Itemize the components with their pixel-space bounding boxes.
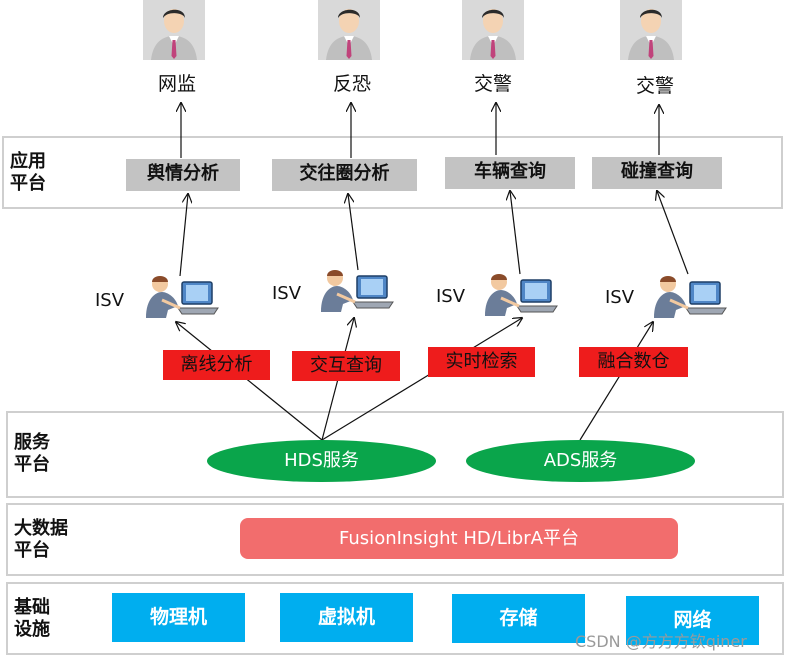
app-box-social-circle-analysis: 交往圈分析	[272, 159, 417, 191]
user-label-3: 交警	[473, 73, 512, 95]
isv-label-1: ISV	[95, 290, 125, 311]
fusioninsight-platform-bar: FusionInsight HD/LibrA平台	[240, 518, 678, 559]
application-layer-label-line2: 平台	[10, 173, 46, 194]
user-icon	[143, 0, 205, 60]
service-layer-label: 服务 平台	[14, 432, 50, 476]
user-icon	[462, 0, 524, 60]
infra-virtual-machine: 虚拟机	[280, 593, 413, 642]
isv-label-2: ISV	[272, 283, 302, 304]
op-tag-fusion-warehouse: 融合数仓	[579, 347, 688, 377]
user-icon	[620, 0, 682, 60]
infra-physical-machine: 物理机	[112, 593, 245, 642]
arrow-isv1-to-app	[179, 194, 188, 277]
app-box-vehicle-query: 车辆查询	[445, 157, 575, 189]
isv-worker-icon	[146, 276, 219, 318]
service-layer-label-line2: 平台	[14, 454, 50, 475]
app-box-collision-query: 碰撞查询	[592, 157, 722, 189]
isv-label-4: ISV	[605, 287, 635, 308]
arrow-isv3-to-app	[510, 191, 521, 275]
application-layer-label-line1: 应用	[10, 151, 46, 172]
watermark: CSDN @方方方钦qiner	[575, 632, 747, 651]
isv-worker-icon	[321, 270, 394, 312]
arrow-isv2-to-app	[348, 194, 359, 271]
bigdata-layer-label: 大数据 平台	[14, 518, 68, 562]
infra-storage: 存储	[452, 594, 585, 643]
arrow-hds-to-isv1	[176, 322, 323, 441]
infra-network: 网络	[626, 596, 759, 645]
user-icon	[318, 0, 380, 60]
infra-layer-label-line2: 设施	[14, 619, 50, 640]
op-tag-interactive-query: 交互查询	[292, 351, 400, 381]
op-tag-realtime-search: 实时检索	[428, 347, 535, 377]
service-layer-label-line1: 服务	[14, 432, 50, 453]
arrow-hds-to-isv3	[321, 318, 522, 441]
arrow-ads-to-isv4	[579, 322, 653, 441]
bigdata-layer-label-line1: 大数据	[14, 518, 68, 539]
infra-layer-label-line1: 基础	[14, 597, 50, 618]
user-label-2: 反恐	[332, 73, 371, 95]
bigdata-layer-label-line2: 平台	[14, 540, 50, 561]
infra-layer-label: 基础 设施	[14, 597, 50, 641]
user-label-4: 交警	[635, 75, 674, 97]
isv-worker-icon	[485, 274, 558, 316]
isv-worker-icon	[654, 276, 727, 318]
op-tag-offline-analysis: 离线分析	[163, 350, 270, 380]
arrow-isv4-to-app	[657, 191, 689, 275]
user-label-1: 网监	[157, 73, 196, 95]
isv-label-3: ISV	[436, 286, 466, 307]
application-layer-label: 应用 平台	[10, 151, 46, 195]
app-box-sentiment-analysis: 舆情分析	[126, 159, 240, 191]
ads-service: ADS服务	[466, 440, 695, 482]
hds-service: HDS服务	[207, 440, 436, 482]
